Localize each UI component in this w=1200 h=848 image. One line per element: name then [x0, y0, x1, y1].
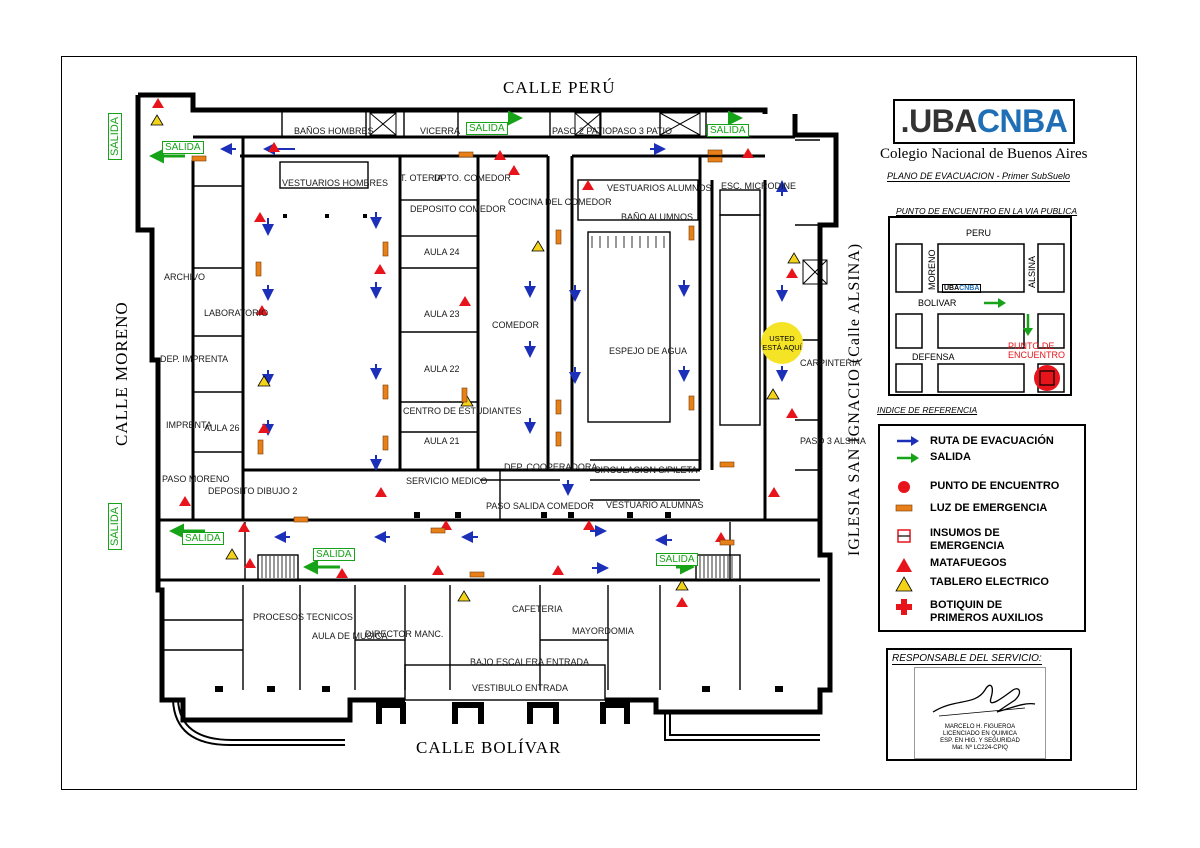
exit-tag: SALIDA	[182, 532, 224, 545]
inset-street-moreno: MORENO	[927, 249, 937, 291]
exit-tag: SALIDA	[707, 124, 749, 137]
inset-meeting-point-label: PUNTO DE ENCUENTRO	[1008, 341, 1066, 360]
inset-logo-uba: UBA	[944, 285, 960, 292]
plan-title: PLANO DE EVACUACION - Primer SubSuelo	[887, 171, 1071, 182]
room-label: BAÑO ALUMNOS	[621, 212, 694, 222]
room-label: PASO SALIDA COMEDOR	[486, 501, 594, 511]
inset-street-bolivar: BOLIVAR	[918, 298, 957, 308]
signer-name: MARCELO H. FIGUEROA	[944, 724, 1016, 730]
room-label: ESC. MICRODINE	[721, 181, 797, 191]
room-label: DIRECTOR MANC.	[365, 629, 444, 639]
you-are-here-line1: USTED	[769, 334, 795, 343]
legend-item-exit: SALIDA	[930, 451, 971, 463]
street-label-south: CALLE BOLÍVAR	[416, 738, 562, 757]
inset-logo: UBACNBA	[942, 284, 982, 293]
exit-tag: SALIDA	[466, 122, 508, 135]
exit-arrows	[149, 110, 743, 575]
you-are-here-line2: ESTÁ AQUÍ	[762, 343, 802, 352]
exit-tag: SALIDA	[313, 548, 355, 561]
legend-item-route: RUTA DE EVACUACIÓN	[930, 435, 1054, 447]
room-label: AULA 22	[424, 364, 460, 374]
signature-area: MARCELO H. FIGUEROA LICENCIADO EN QUIMIC…	[914, 667, 1046, 759]
legend-item-electrical-board: TABLERO ELECTRICO	[930, 576, 1049, 588]
room-label: DEPOSITO COMEDOR	[410, 204, 506, 214]
legend-icons	[895, 436, 919, 615]
signature-icon	[932, 684, 1036, 717]
exit-tag: SALIDA	[162, 141, 204, 154]
street-label-north: CALLE PERÚ	[503, 78, 616, 97]
legend-item-meeting-point: PUNTO DE ENCUENTRO	[930, 480, 1060, 492]
room-label: PASO 3 PATIO	[612, 126, 673, 136]
meeting-point-title: PUNTO DE ENCUENTRO EN LA VIA PUBLICA	[896, 206, 1078, 216]
room-label: AULA 24	[424, 247, 460, 257]
room-label: SERVICIO MEDICO	[406, 476, 488, 486]
room-label: DEPOSITO DIBUJO 2	[208, 486, 298, 496]
exit-tag: SALIDA	[656, 553, 698, 566]
room-label: IMPRENTA	[166, 420, 212, 430]
inset-logo-cnba: CNBA	[959, 285, 980, 292]
legend-item-first-aid-kit: BOTIQUIN DE PRIMEROS AUXILIOS	[930, 599, 1044, 624]
room-label: CIRCULACION S/PILETA	[594, 465, 698, 475]
inset-street-defensa: DEFENSA	[912, 352, 955, 362]
room-label: ESPEJO DE AGUA	[609, 346, 688, 356]
logo-text-cnba: CNBA	[976, 103, 1068, 139]
room-label: COMEDOR	[492, 320, 539, 330]
room-label: PROCESOS TECNICOS	[253, 612, 353, 622]
exit-label-west-south: SALIDA	[108, 502, 122, 550]
responsible-box: RESPONSABLE DEL SERVICIO: MARCELO H. FIG…	[886, 648, 1072, 761]
room-label: CARPINTERIA	[800, 358, 861, 368]
room-label: VESTUARIO ALUMNAS	[606, 500, 704, 510]
signer-line3: ESP. EN HIG. Y SEGURIDAD	[940, 738, 1020, 744]
room-label: PASO MORENO	[162, 474, 230, 484]
room-label: VESTUARIOS HOMBRES	[282, 178, 389, 188]
meeting-point-inset-map: PERU MORENO ALSINA BOLIVAR DEFENSA UBACN…	[888, 216, 1072, 396]
room-label: ARCHIVO	[164, 272, 206, 282]
room-label: CAFETERIA	[512, 604, 563, 614]
legend-item-emergency-supplies: INSUMOS DE EMERGENCIA	[930, 527, 1005, 552]
emergency-light-markers	[191, 149, 735, 578]
room-label: AULA 21	[424, 436, 460, 446]
extinguisher-markers	[152, 98, 798, 607]
inset-blocks	[895, 243, 1065, 393]
room-label: MAYORDOMIA	[572, 626, 634, 636]
exit-label-west-north: SALIDA	[108, 112, 122, 160]
room-label: BAJO ESCALERA ENTRADA	[470, 657, 590, 667]
room-label: DEP. IMPRENTA	[160, 354, 229, 364]
outer-frame	[61, 56, 1137, 790]
room-label: VESTUARIOS ALUMNOS	[607, 183, 712, 193]
inset-street-alsina: ALSINA	[1027, 255, 1037, 288]
room-label: CENTRO DE ESTUDIANTES	[403, 406, 522, 416]
room-label: PASO 2 PATIO	[552, 126, 613, 136]
room-label: AULA 23	[424, 309, 460, 319]
room-label: T. OTERIA	[400, 173, 444, 183]
room-label: VICERRA	[420, 126, 461, 136]
institution-name: Colegio Nacional de Buenos Aires	[880, 146, 1088, 162]
logo-text-uba: .UBA	[900, 103, 978, 139]
room-label: DPTO. COMEDOR	[434, 173, 511, 183]
room-label: DEP. COOPERADORA	[504, 462, 598, 472]
you-are-here-marker: USTED ESTÁ AQUÍ	[761, 322, 803, 364]
building-outline	[135, 92, 839, 723]
signer-line2: LICENCIADO EN QUIMICA	[942, 731, 1017, 737]
legend-box: RUTA DE EVACUACIÓN SALIDA PUNTO DE ENCUE…	[878, 424, 1086, 632]
electrical-board-markers	[150, 114, 801, 602]
legend-item-emergency-light: LUZ DE EMERGENCIA	[930, 502, 1048, 514]
room-label: LABORATORIO	[204, 308, 269, 318]
room-label: COCINA DEL COMEDOR	[508, 197, 612, 207]
room-label: AULA 26	[204, 423, 240, 433]
legend-title: INDICE DE REFERENCIA	[877, 405, 978, 415]
inset-street-peru: PERU	[966, 228, 992, 238]
room-label: BAÑOS HOMBRES	[294, 126, 374, 136]
room-label: PASO 3 ALSINA	[800, 436, 866, 446]
responsible-title: RESPONSABLE DEL SERVICIO:	[892, 653, 1042, 665]
legend-item-extinguisher: MATAFUEGOS	[930, 557, 1007, 569]
room-label: AULA DE MUSICA	[312, 631, 388, 641]
signer-line4: Mat. Nº LC224-CPIQ	[952, 745, 1008, 751]
room-label: VESTIBULO ENTRADA	[472, 683, 569, 693]
